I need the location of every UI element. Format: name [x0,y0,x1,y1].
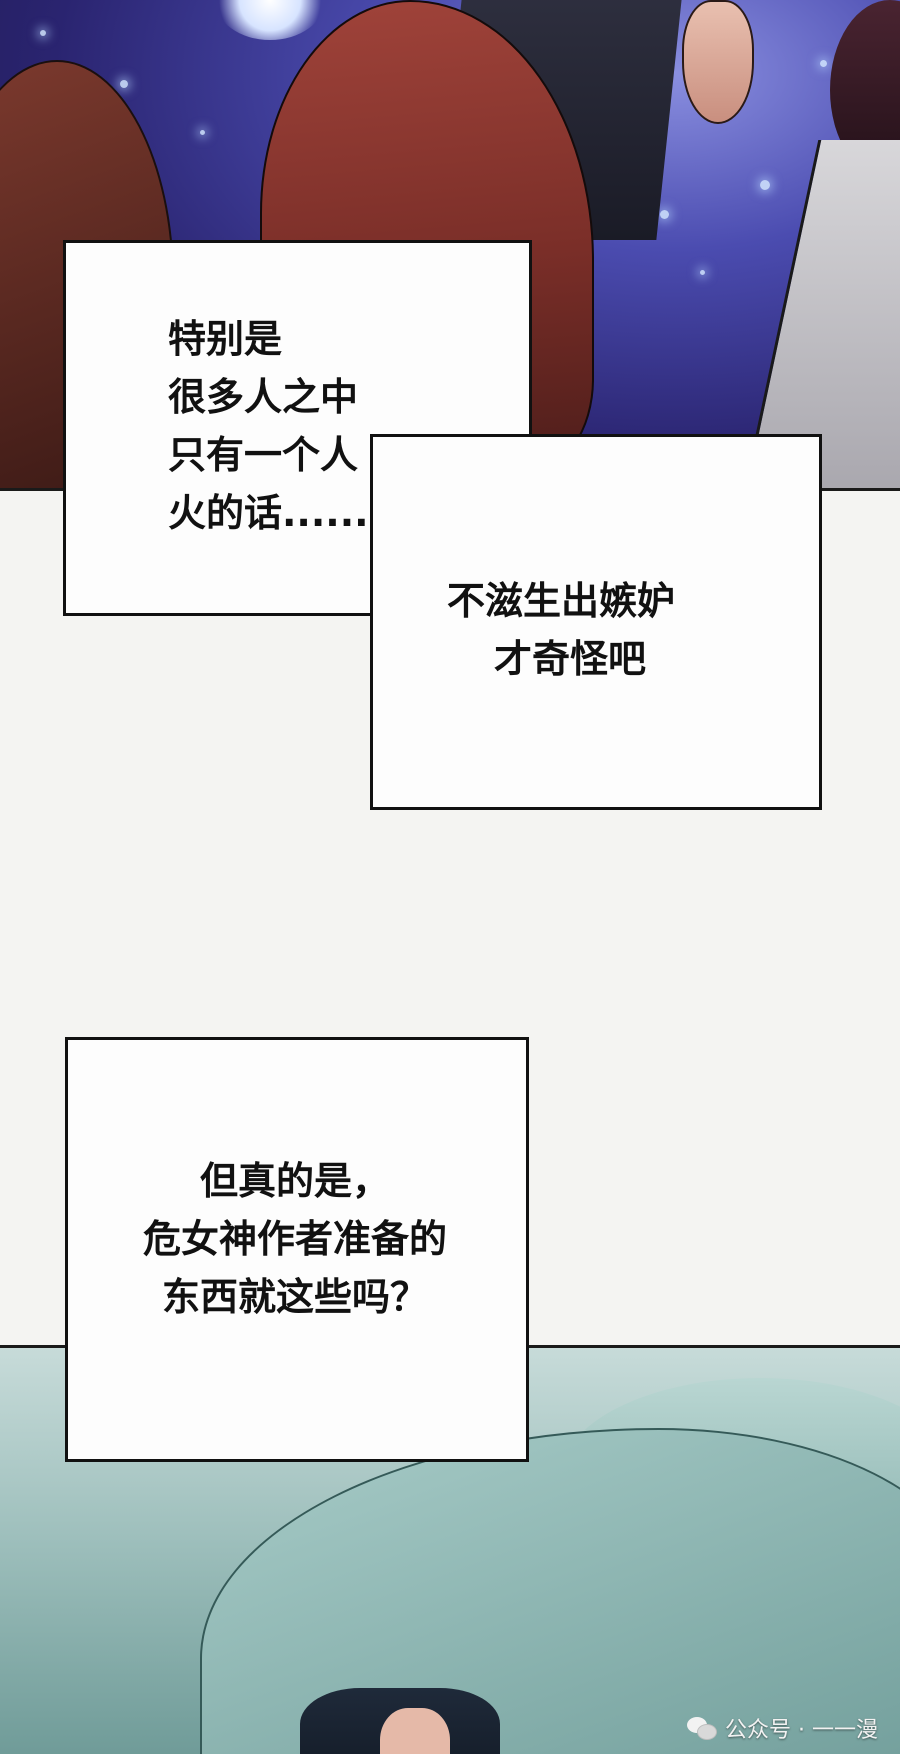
line: 只有一个人 [168,433,359,477]
sparkle [40,30,46,36]
box-join [373,437,523,607]
raised-arm [682,0,754,124]
narration-text-1: 特别是 很多人之中 只有一个人 火的话...... [168,310,369,542]
wechat-icon [687,1715,718,1741]
line: 火的话...... [168,491,369,535]
sparkle [760,180,770,190]
skin-detail [380,1708,450,1754]
watermark: 公众号 · 一一漫 [687,1712,878,1744]
line: 不滋生出嫉妒 [447,579,676,623]
sparkle [660,210,669,219]
sparkle [700,270,705,275]
line: 东西就这些吗？ [161,1275,428,1319]
sparkle [200,130,205,135]
watermark-text: 公众号 · 一一漫 [725,1718,878,1743]
line: 很多人之中 [168,375,359,419]
line: 但真的是， [199,1159,390,1203]
sparkle [820,60,827,67]
line: 危女神作者准备的 [142,1217,447,1261]
line: 特别是 [168,317,283,361]
sparkle [120,80,128,88]
fabric-drape [200,1428,900,1754]
narration-box-3 [65,1037,529,1462]
light-glow [215,0,325,40]
line: 才奇怪吧 [494,637,647,681]
narration-text-2: 不滋生出嫉妒 才奇怪吧 [447,572,675,688]
narration-text-3: 但真的是， 危女神作者准备的 东西就这些吗？ [100,1152,490,1326]
